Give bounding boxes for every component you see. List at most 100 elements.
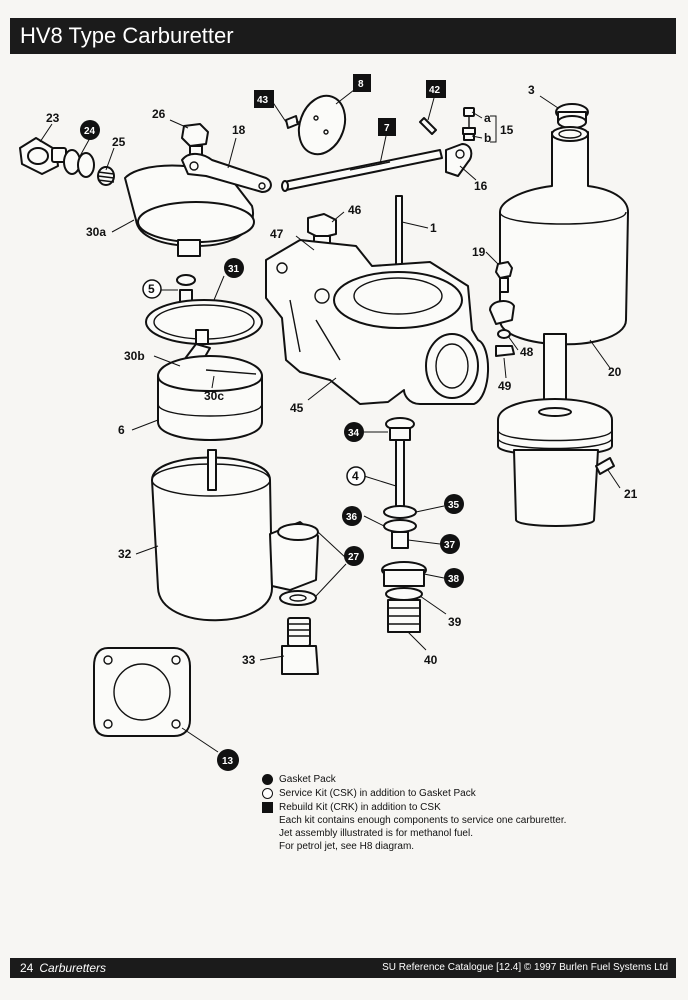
part-42-pin [419,117,437,135]
legend-service-kit: Service Kit (CSK) in addition to Gasket … [262,786,642,800]
part-7-spindle [281,149,443,192]
badge-38: 38 [444,568,464,588]
label-15a: a [484,111,491,125]
label-49: 49 [498,379,512,393]
part-8-throttle-disc [297,94,347,156]
part-jet-assembly [381,417,427,633]
svg-text:4: 4 [352,469,359,483]
svg-text:43: 43 [257,95,269,106]
label-3: 3 [528,83,535,97]
part-21-screw [595,457,615,475]
badge-42: 42 [426,80,446,98]
svg-text:34: 34 [348,428,360,439]
badge-43: 43 [254,90,274,108]
badge-37: 37 [440,534,460,554]
label-15: 15 [500,123,514,137]
part-18-lever [181,153,272,193]
badge-36: 36 [342,506,362,526]
badge-24: 24 [80,120,100,140]
footer-left: 24 Carburetters [20,961,106,975]
badge-7: 7 [378,118,396,136]
legend-note-2: Jet assembly illustrated is for methanol… [279,828,473,839]
svg-text:13: 13 [222,756,234,767]
part-6-float [157,355,263,441]
badge-13: 13 [217,749,239,771]
label-21: 21 [624,487,638,501]
label-4-ring: 4 [346,466,366,486]
part-33-adapter [281,617,319,675]
label-30c: 30c [204,389,224,403]
filled-circle-icon [262,773,273,785]
svg-text:37: 37 [444,540,456,551]
part-49-nut [495,345,515,357]
svg-text:7: 7 [384,123,390,134]
leader-lines [39,89,621,753]
legend-note-1: Each kit contains enough components to s… [279,815,567,826]
footer-bar: 24 Carburetters SU Reference Catalogue [1… [10,958,676,978]
page-number: 24 [20,961,34,975]
part-19-screw [495,261,513,293]
part-48-washer [497,329,511,339]
filled-square-icon [262,801,273,813]
section-name: Carburetters [39,961,107,975]
part-20-suction-chamber [499,126,629,346]
svg-text:42: 42 [429,85,441,96]
part-27-washers [277,523,319,606]
part-24-washers [63,149,95,178]
part-19-bracket [489,300,515,325]
part-16-bracket [445,143,473,177]
title-bar: HV8 Type Carburetter [10,18,676,54]
exploded-diagram: 23 25 30a 26 18 3 a b 15 16 46 47 1 19 4… [19,74,638,771]
badge-35: 35 [444,494,464,514]
svg-text:27: 27 [348,552,360,563]
label-1b: 1 [430,221,437,235]
svg-text:8: 8 [358,79,364,90]
label-25: 25 [112,135,126,149]
label-48: 48 [520,345,534,359]
label-30a: 30a [86,225,106,239]
part-15-screw-set [462,107,476,141]
label-5-ring: 5 [142,279,162,299]
label-18: 18 [232,123,246,137]
catalogue-credit: SU Reference Catalogue [12.4] © 1997 Bur… [382,962,668,973]
label-39: 39 [448,615,462,629]
svg-text:5: 5 [148,282,155,296]
svg-text:35: 35 [448,500,460,511]
label-40: 40 [424,653,438,667]
label-45: 45 [290,401,304,415]
badge-34: 34 [344,422,364,442]
label-19: 19 [472,245,486,259]
label-16: 16 [474,179,488,193]
label-6: 6 [118,423,125,437]
part-3-damper-cap [555,103,589,129]
label-23: 23 [46,111,60,125]
svg-text:31: 31 [228,264,240,275]
svg-text:36: 36 [346,512,358,523]
legend-gasket-pack: Gasket Pack [262,772,642,786]
badge-27: 27 [344,546,364,566]
label-30b: 30b [124,349,145,363]
label-32: 32 [118,547,132,561]
part-13-gasket [93,647,191,737]
label-20: 20 [608,365,622,379]
svg-text:24: 24 [84,126,96,137]
label-46: 46 [348,203,362,217]
badge-31: 31 [224,258,244,278]
legend-rebuild-kit: Rebuild Kit (CRK) in addition to CSK [262,800,642,814]
open-circle-icon [262,787,273,799]
svg-text:38: 38 [448,574,460,585]
part-23-banjo-union [19,137,67,175]
part-30a-float-lid [124,164,255,257]
part-45-body [265,239,489,405]
label-26: 26 [152,107,166,121]
label-33: 33 [242,653,256,667]
page-title: HV8 Type Carburetter [20,23,234,48]
part-labels: 23 25 30a 26 18 3 a b 15 16 46 47 1 19 4… [46,83,638,667]
label-47: 47 [270,227,284,241]
label-15b: b [484,131,491,145]
badge-8: 8 [353,74,371,92]
part-piston [497,333,613,527]
legend-note-3: For petrol jet, see H8 diagram. [279,841,415,852]
part-25-filter [97,166,115,186]
legend: Gasket Pack Service Kit (CSK) in additio… [262,772,642,853]
